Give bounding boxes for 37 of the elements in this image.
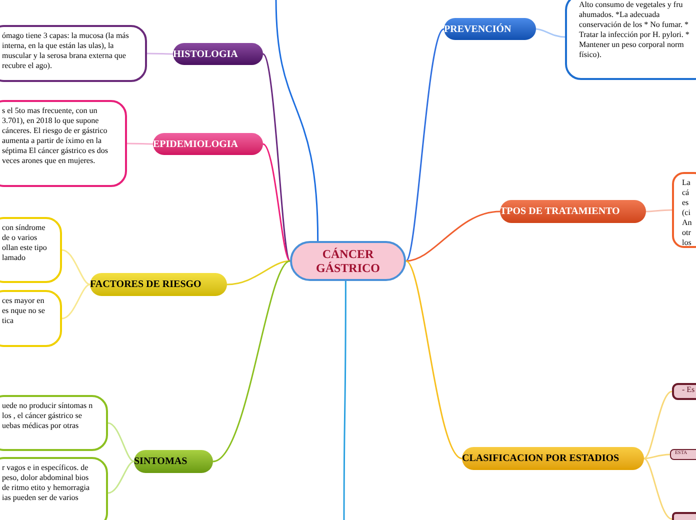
connector-line — [646, 209, 672, 212]
connector-line — [262, 54, 291, 262]
connector-line — [108, 460, 134, 494]
note-box: uede no producir síntomas n los , el cáncer gástrico se uebas médicas por otras — [0, 395, 108, 451]
connector-line — [262, 143, 291, 262]
connector-line — [226, 260, 290, 286]
note-box: con síndrome de o varios ollan este tipo lamado — [0, 217, 62, 283]
connector-line — [108, 422, 134, 462]
central-topic: CÁNCER GÁSTRICO — [290, 241, 406, 281]
connector-line — [405, 260, 462, 460]
stage-box: - Es — [672, 383, 696, 400]
topic-pill: SINTOMAS — [134, 450, 213, 473]
note-box: r vagos e in específicos. de peso, dolor abdominal bios de ritmo etito y hemorragia ias pueden ser de varios — [0, 457, 108, 520]
connector-line — [147, 52, 173, 55]
topic-pill: HISTOLOGIA — [173, 43, 263, 65]
connector-line — [644, 458, 672, 520]
note-box: Alto consumo de vegetales y fru ahumados. *La adecuada conservación de los * No fumar. * Tratar la infección por H. pylori. * Mantener un peso corporal norm físico). — [565, 0, 696, 80]
topic-pill: EPIDEMIOLOGIA — [153, 133, 263, 155]
connector-line — [62, 284, 90, 320]
connector-line — [127, 142, 153, 145]
connector-line — [536, 28, 566, 38]
connector-line — [406, 210, 500, 262]
connector-line — [644, 454, 670, 460]
connector-line — [405, 28, 445, 262]
note-box: s el 5to mas frecuente, con un 3.701), en 2018 lo que supone cánceres. El riesgo de er gástrico aumenta a partir de íximo en la séptima El cáncer gástrico es dos veces arones que en mujeres. — [0, 100, 127, 187]
connector-line — [644, 390, 672, 460]
note-box: La cá es (ci An otr los — [672, 172, 696, 248]
note-box: ces mayor en es nque no se tica — [0, 290, 62, 347]
connector-line — [62, 249, 90, 286]
connector-line — [212, 260, 290, 462]
topic-pill: CLASIFICACION POR ESTADIOS — [462, 447, 644, 470]
topic-pill: TPOS DE TRATAMIENTO — [500, 200, 646, 223]
note-box: ómago tiene 3 capas: la mucosa (la más interna, en la que están las ulas), la muscular y la serosa brana externa que recubre el ago). — [0, 25, 147, 82]
connector-line — [343, 281, 346, 520]
topic-pill: PREVENCIÓN — [444, 18, 536, 40]
connector-line — [275, 0, 319, 242]
topic-pill: FACTORES DE RIESGO — [90, 273, 227, 296]
